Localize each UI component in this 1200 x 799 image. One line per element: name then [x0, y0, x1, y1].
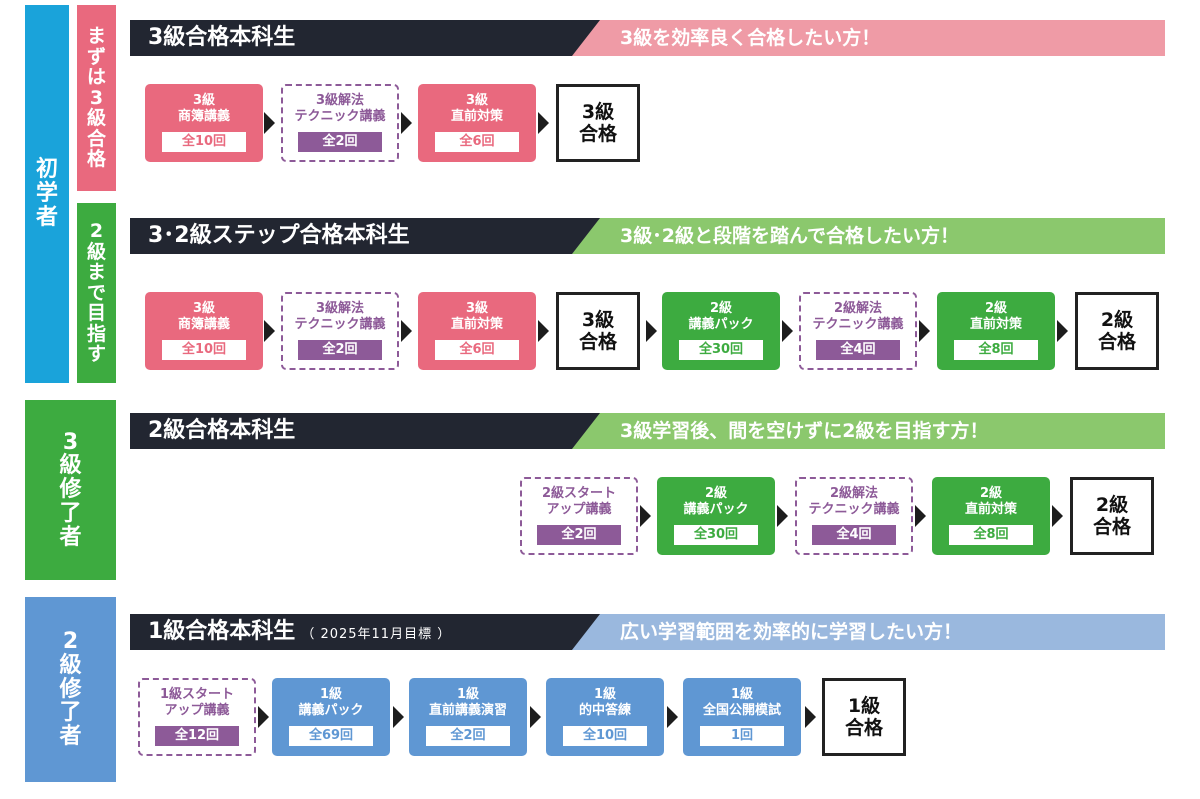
arrow-right-icon — [538, 320, 549, 342]
course3-goal: 2級合格 — [1070, 477, 1154, 555]
arrow-right-icon — [264, 112, 275, 134]
arrow-right-icon — [646, 320, 657, 342]
course3-step-1: 2級スタートアップ講義全2回 — [520, 477, 638, 555]
course1-step-2: 3級解法テクニック講義全2回 — [281, 84, 399, 162]
arrow-right-icon — [401, 112, 412, 134]
course4-title-bar: 1級合格本科生（ 2025年11月目標 ） 広い学習範囲を効率的に学習したい方！ — [130, 614, 1165, 650]
arrow-right-icon — [393, 706, 404, 728]
course2-title-bar: 3･2級ステップ合格本科生 3級･2級と段階を踏んで合格したい方！ — [130, 218, 1165, 254]
course4-title-note: （ 2025年11月目標 ） — [301, 627, 452, 642]
arrow-right-icon — [401, 320, 412, 342]
course1-title-band — [130, 20, 600, 56]
course3-title-bar: 2級合格本科生 3級学習後、間を空けずに2級を目指す方！ — [130, 413, 1165, 449]
arrow-right-icon — [782, 320, 793, 342]
arrow-right-icon — [640, 505, 651, 527]
course1-goal: 3級合格 — [556, 84, 640, 162]
arrow-right-icon — [258, 706, 269, 728]
course4-step-2: 1級講義パック全69回 — [272, 678, 390, 756]
course2-step-3: 3級直前対策全6回 — [418, 292, 536, 370]
course1-step-1: 3級商簿講義全10回 — [145, 84, 263, 162]
arrow-right-icon — [667, 706, 678, 728]
course1-title-bar: 3級合格本科生 3級を効率良く合格したい方！ — [130, 20, 1165, 56]
course4-step-3: 1級直前講義演習全2回 — [409, 678, 527, 756]
arrow-right-icon — [530, 706, 541, 728]
course2-title: 3･2級ステップ合格本科生 — [148, 223, 410, 248]
course2-step-6: 2級直前対策全8回 — [937, 292, 1055, 370]
arrow-right-icon — [805, 706, 816, 728]
course4-step-4: 1級的中答練全10回 — [546, 678, 664, 756]
arrow-right-icon — [915, 505, 926, 527]
arrow-right-icon — [538, 112, 549, 134]
course1-title: 3級合格本科生 — [148, 25, 296, 50]
course2-subtitle: 3級･2級と段階を踏んで合格したい方！ — [620, 225, 959, 247]
arrow-right-icon — [1052, 505, 1063, 527]
course2-step-4: 2級講義パック全30回 — [662, 292, 780, 370]
course3-title-band — [130, 413, 600, 449]
course4-subtitle-band — [570, 614, 1165, 650]
course1-step-3: 3級直前対策全6回 — [418, 84, 536, 162]
course2-goal: 2級合格 — [1075, 292, 1159, 370]
course3-step-2: 2級講義パック全30回 — [657, 477, 775, 555]
course3-subtitle-band — [570, 413, 1165, 449]
course1-subtitle: 3級を効率良く合格したい方！ — [620, 27, 881, 49]
course3-title: 2級合格本科生 — [148, 418, 296, 443]
course2-title-band — [130, 218, 600, 254]
course2-step-2: 3級解法テクニック講義全2回 — [281, 292, 399, 370]
course2-step-5: 2級解法テクニック講義全4回 — [799, 292, 917, 370]
course3-subtitle: 3級学習後、間を空けずに2級を目指す方！ — [620, 420, 989, 442]
course3-step-3: 2級解法テクニック講義全4回 — [795, 477, 913, 555]
side-label-beginner: 初学者 — [25, 5, 69, 383]
course4-step-1: 1級スタートアップ講義全12回 — [138, 678, 256, 756]
arrow-right-icon — [777, 505, 788, 527]
course4-title-band — [130, 614, 600, 650]
course3-step-4: 2級直前対策全8回 — [932, 477, 1050, 555]
course4-goal: 1級合格 — [822, 678, 906, 756]
arrow-right-icon — [264, 320, 275, 342]
course2-subtitle-band — [570, 218, 1165, 254]
course2-goal-mid: 3級合格 — [556, 292, 640, 370]
course1-subtitle-band — [570, 20, 1165, 56]
course4-title: 1級合格本科生（ 2025年11月目標 ） — [148, 619, 452, 644]
course4-subtitle: 広い学習範囲を効率的に学習したい方！ — [620, 621, 963, 643]
arrow-right-icon — [919, 320, 930, 342]
course2-step-1: 3級商簿講義全10回 — [145, 292, 263, 370]
arrow-right-icon — [1057, 320, 1068, 342]
